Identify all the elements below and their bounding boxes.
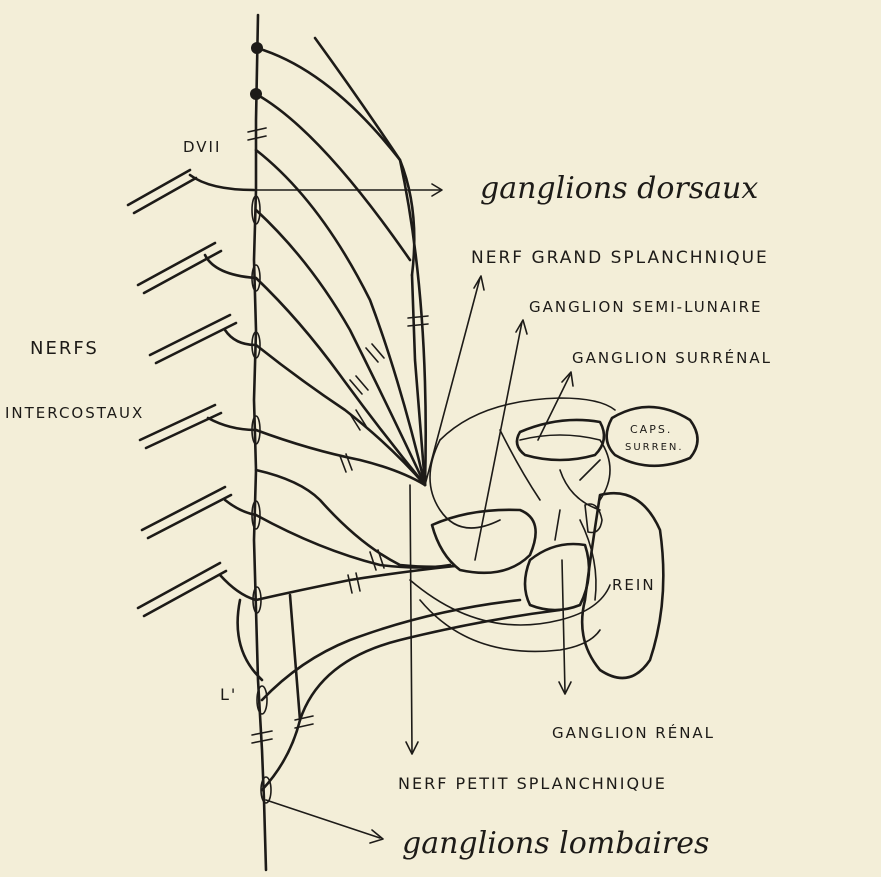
label-ganglion-renal: GANGLION RÉNAL (552, 723, 715, 742)
adrenal-ganglion (517, 420, 604, 460)
label-ganglion-surrenal: GANGLION SURRÉNAL (572, 348, 772, 367)
label-caps: CAPS. (630, 423, 672, 436)
adrenal-capsule (607, 407, 698, 466)
label-rein: REIN (612, 576, 656, 594)
label-nerf-petit-splanchnique: NERF PETIT SPLANCHNIQUE (398, 774, 667, 793)
label-nerf-grand-splanchnique: NERF GRAND SPLANCHNIQUE (471, 248, 769, 268)
label-l1: L' (220, 685, 237, 704)
label-dvii: DVII (183, 138, 221, 156)
intercostal-nerves (128, 170, 256, 616)
grand-splanchnic-roots (256, 150, 428, 485)
label-surren: SURREN. (625, 442, 684, 453)
sympathetic-trunk (248, 15, 272, 870)
label-ganglion-semi-lunaire: GANGLION SEMI-LUNAIRE (529, 298, 762, 316)
label-intercostaux: INTERCOSTAUX (5, 404, 144, 422)
petit-splanchnic-roots (238, 470, 560, 790)
label-ganglions-lombaires: ganglions lombaires (402, 826, 709, 861)
label-nerfs: NERFS (30, 338, 99, 359)
label-ganglions-dorsaux: ganglions dorsaux (480, 171, 758, 206)
organs (410, 398, 698, 678)
renal-ganglion (525, 544, 589, 610)
